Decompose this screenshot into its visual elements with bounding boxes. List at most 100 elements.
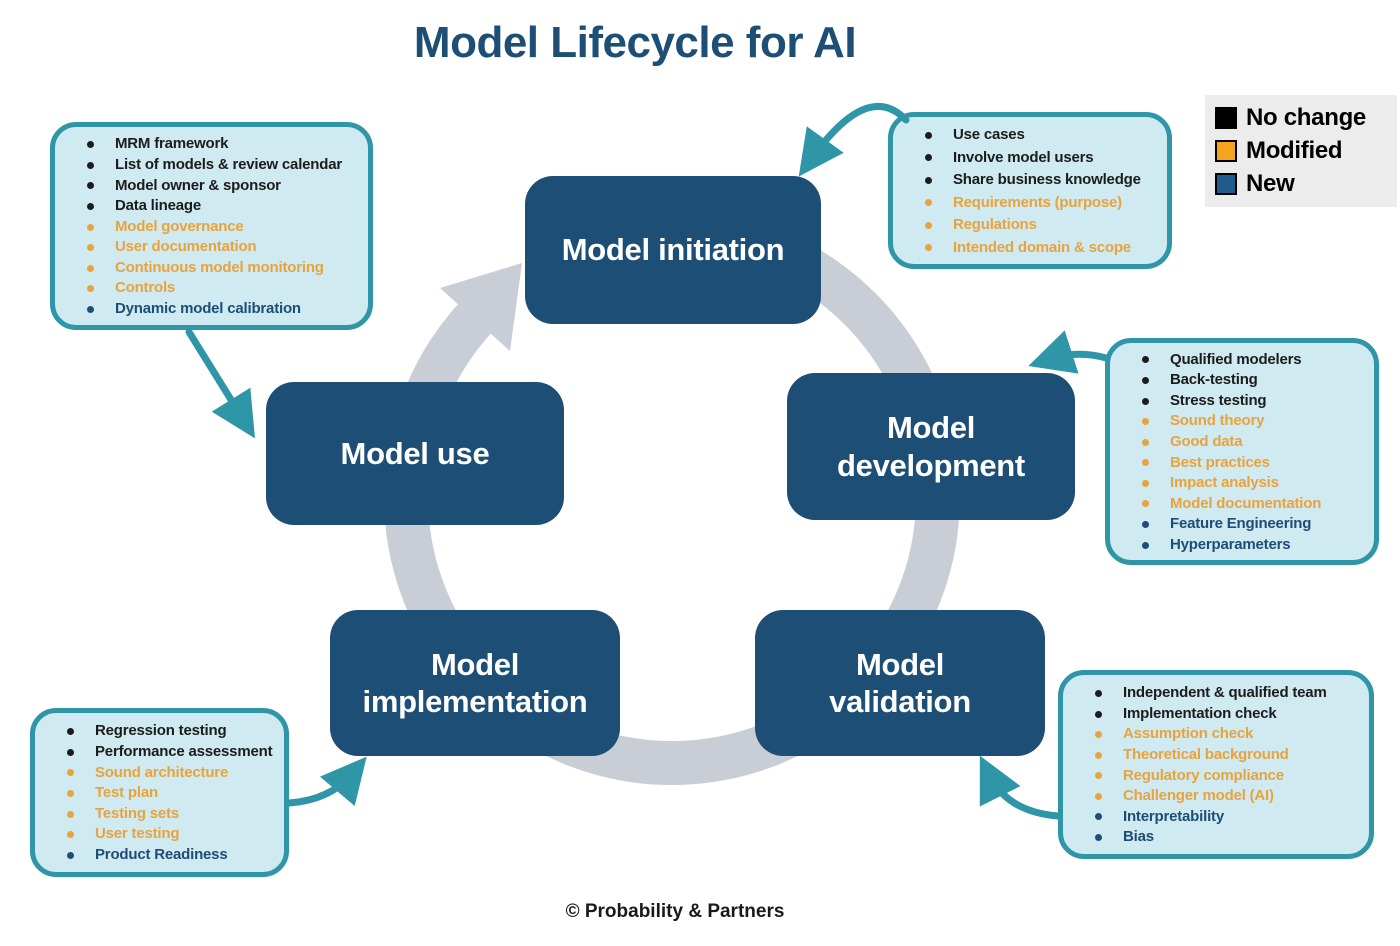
- bullet-label: List of models & review calendar: [115, 155, 343, 173]
- arrow-callout-to-model-development: [1028, 330, 1110, 374]
- bullet-label: Regulatory compliance: [1123, 766, 1284, 784]
- bullet-item: Assumption check: [1073, 724, 1359, 745]
- bullet-label: Continuous model monitoring: [115, 258, 324, 276]
- bullet-label: Data lineage: [115, 197, 201, 215]
- bullet-item: Continuous model monitoring: [65, 258, 358, 279]
- bullet-label: Testing sets: [95, 804, 180, 822]
- bullet-dot-icon: [1142, 479, 1149, 487]
- bullet-item: Dynamic model calibration: [65, 299, 358, 320]
- bullet-label: User documentation: [115, 238, 257, 256]
- bullet-label: Share business knowledge: [953, 171, 1141, 188]
- bullet-item: Bias: [1073, 827, 1359, 848]
- arrow-callout-to-model-validation: [979, 755, 1062, 820]
- bullet-dot-icon: [87, 264, 94, 272]
- bullet-dot-icon: [87, 285, 94, 293]
- bullet-label: Model governance: [115, 217, 244, 235]
- bullet-dot-icon: [1095, 689, 1102, 697]
- legend-label: New: [1246, 170, 1295, 197]
- node-label-line: Model: [886, 410, 976, 446]
- node-model-initiation: Model initiation: [525, 176, 821, 324]
- bullet-item: Back-testing: [1120, 370, 1364, 391]
- bullet-label: Regression testing: [95, 722, 227, 740]
- bullet-dot-icon: [1095, 792, 1102, 800]
- bullet-item: Product Readiness: [45, 845, 274, 866]
- legend-row: Modified: [1215, 137, 1387, 165]
- bullet-item: Test plan: [45, 783, 274, 804]
- bullet-label: Intended domain & scope: [953, 238, 1131, 256]
- bullet-label: Sound theory: [1170, 412, 1265, 430]
- bullet-label: Involve model users: [953, 148, 1094, 166]
- bullet-label: Implementation check: [1123, 704, 1277, 722]
- bullet-item: MRM framework: [65, 134, 358, 155]
- bullet-label: Stress testing: [1170, 391, 1267, 409]
- bullet-item: Controls: [65, 278, 358, 299]
- bullet-label: Controls: [115, 279, 176, 297]
- node-label-line: Model use: [340, 435, 490, 471]
- bullet-dot-icon: [67, 851, 74, 859]
- bullet-label: Interpretability: [1123, 807, 1224, 825]
- bullet-item: Sound theory: [1120, 411, 1364, 432]
- bullet-dot-icon: [67, 810, 74, 818]
- bullet-item: Data lineage: [65, 196, 358, 217]
- footer-copyright: © Probability & Partners: [565, 901, 785, 922]
- bullet-item: Model governance: [65, 217, 358, 238]
- bullet-dot-icon: [67, 748, 74, 756]
- bullet-dot-icon: [1095, 772, 1102, 780]
- legend-label: Modified: [1246, 137, 1343, 164]
- bullet-item: Theoretical background: [1073, 745, 1359, 766]
- node-label-line: development: [837, 447, 1025, 483]
- bullet-item: Intended domain & scope: [903, 237, 1157, 260]
- bullet-dot-icon: [1095, 731, 1102, 739]
- bullet-dot-icon: [87, 244, 94, 252]
- bullet-item: Regression testing: [45, 721, 274, 742]
- bullet-dot-icon: [925, 199, 932, 207]
- node-label-line: Model: [855, 646, 945, 682]
- bullet-item: Stress testing: [1120, 391, 1364, 412]
- bullet-item: Best practices: [1120, 453, 1364, 474]
- bullet-label: Model documentation: [1170, 494, 1322, 512]
- bullet-label: Use cases: [953, 126, 1025, 143]
- arrow-callout-to-model-use: [185, 328, 255, 439]
- bullet-label: User testing: [95, 825, 180, 843]
- bullet-label: Assumption check: [1123, 725, 1254, 743]
- bullet-dot-icon: [925, 154, 932, 162]
- node-label-line: implementation: [362, 684, 588, 719]
- bullet-item: User testing: [45, 824, 274, 845]
- arrow-callout-to-model-implementation: [285, 756, 367, 807]
- bullet-item: Model owner & sponsor: [65, 176, 358, 197]
- node-label-line: validation: [829, 684, 971, 719]
- bullet-label: Independent & qualified team: [1123, 684, 1327, 702]
- node-label-line: Model: [430, 646, 520, 682]
- bullet-label: Bias: [1123, 828, 1154, 846]
- bullet-label: Test plan: [95, 784, 158, 802]
- bullet-dot-icon: [87, 141, 94, 149]
- bullet-dot-icon: [1142, 541, 1149, 549]
- bullet-label: Good data: [1170, 432, 1243, 450]
- bullet-dot-icon: [1142, 356, 1149, 364]
- bullet-dot-icon: [67, 790, 74, 797]
- bullet-item: Model documentation: [1120, 494, 1364, 515]
- bullet-label: Impact analysis: [1170, 474, 1279, 492]
- bullet-item: Implementation check: [1073, 704, 1359, 725]
- bullet-label: Model owner & sponsor: [115, 176, 281, 194]
- bullet-label: Sound architecture: [95, 763, 229, 781]
- bullet-item: Interpretability: [1073, 807, 1359, 828]
- legend-row: No change: [1215, 104, 1387, 132]
- bullet-item: Requirements (purpose): [903, 192, 1157, 215]
- bullet-item: Involve model users: [903, 147, 1157, 170]
- bullet-label: Back-testing: [1170, 371, 1258, 389]
- legend-color-swatch: [1215, 107, 1237, 129]
- bullet-dot-icon: [1142, 418, 1149, 426]
- bullet-item: Impact analysis: [1120, 473, 1364, 494]
- bullet-label: Product Readiness: [95, 845, 228, 863]
- bullet-label: Hyperparameters: [1170, 535, 1291, 553]
- bullet-dot-icon: [1095, 710, 1102, 718]
- legend-row: New: [1215, 170, 1387, 198]
